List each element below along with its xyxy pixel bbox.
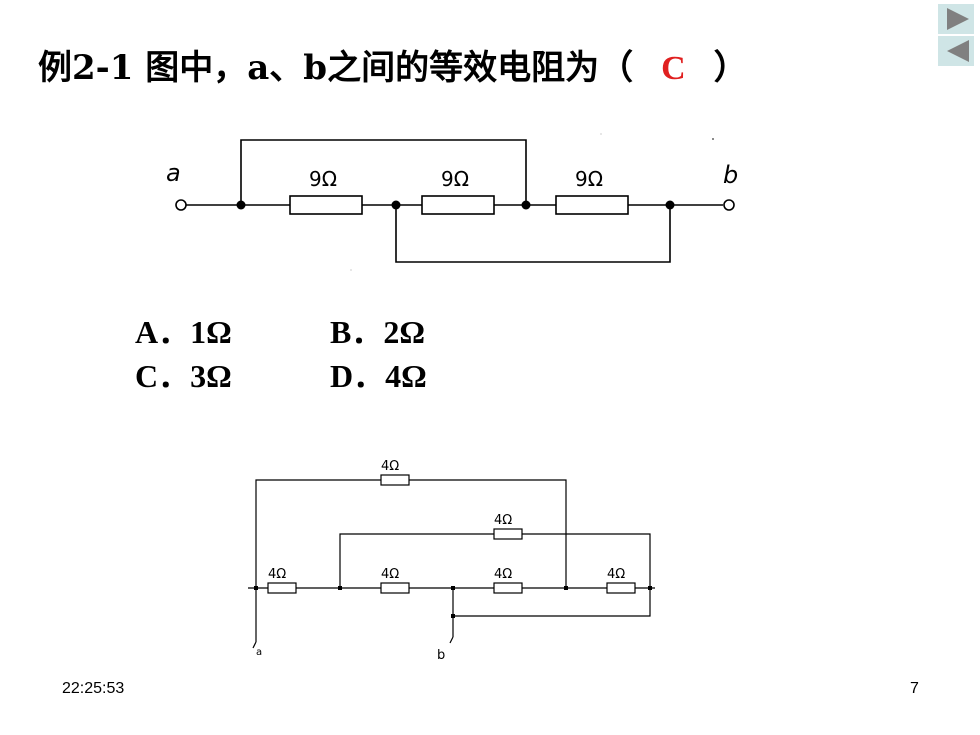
answer-options: A．1Ω B．2Ω C．3Ω D．4Ω bbox=[135, 310, 525, 398]
title-prefix: 例2-1 图中，a、b之间的等效电阻为（ bbox=[38, 48, 634, 88]
resistor-middle bbox=[493, 528, 523, 540]
footer-timestamp: 22:25:53 bbox=[62, 680, 125, 697]
node-label-a: a bbox=[256, 647, 262, 658]
resistor-label: 4Ω bbox=[381, 567, 399, 582]
question-title: 例2-1 图中，a、b之间的等效电阻为（ C ） bbox=[38, 40, 748, 89]
junction-dot bbox=[451, 586, 455, 590]
terminal-b bbox=[723, 199, 735, 211]
resistor-top bbox=[380, 474, 410, 486]
resistor-label: 9Ω bbox=[441, 167, 469, 191]
junction-dot bbox=[451, 614, 455, 618]
resistor-label: 4Ω bbox=[607, 567, 625, 582]
next-slide-button[interactable] bbox=[938, 4, 974, 34]
option-d: D．4Ω bbox=[330, 358, 427, 394]
resistor-series bbox=[493, 582, 523, 594]
resistor-label: 4Ω bbox=[494, 513, 512, 528]
junction-dot bbox=[521, 200, 531, 210]
junction-dot bbox=[338, 586, 342, 590]
resistor-1 bbox=[289, 195, 363, 215]
resistor-label: 4Ω bbox=[268, 567, 286, 582]
prev-slide-button[interactable] bbox=[938, 36, 974, 66]
resistor-series bbox=[380, 582, 410, 594]
resistor-series bbox=[267, 582, 297, 594]
answer-letter: C bbox=[661, 50, 686, 87]
junction-dot bbox=[665, 200, 675, 210]
play-prev-icon bbox=[947, 40, 969, 62]
slide-navigation bbox=[938, 4, 974, 66]
resistor-series bbox=[606, 582, 636, 594]
junction-dot bbox=[648, 586, 652, 590]
resistor-label: 4Ω bbox=[381, 459, 399, 474]
option-b: B．2Ω bbox=[330, 314, 425, 350]
resistor-2 bbox=[421, 195, 495, 215]
play-next-icon bbox=[947, 8, 969, 30]
resistor-label: 4Ω bbox=[494, 567, 512, 582]
resistor-label: 9Ω bbox=[575, 167, 603, 191]
resistors bbox=[289, 195, 629, 215]
resistor-3 bbox=[555, 195, 629, 215]
junction-dot bbox=[254, 586, 258, 590]
title-suffix: ） bbox=[713, 48, 748, 88]
resistors-2 bbox=[267, 474, 636, 594]
node-label-b: b bbox=[437, 648, 445, 663]
resistor-label: 9Ω bbox=[309, 167, 337, 191]
junction-dot bbox=[391, 200, 401, 210]
circuit-diagram-2: 4Ω 4Ω 4Ω 4Ω 4Ω 4Ω a b bbox=[248, 459, 655, 663]
junction-dot bbox=[236, 200, 246, 210]
junction-dot bbox=[564, 586, 568, 590]
node-label-b: b bbox=[723, 161, 738, 189]
option-c: C．3Ω bbox=[135, 358, 232, 394]
terminal-a bbox=[175, 199, 187, 211]
option-a: A．1Ω bbox=[135, 314, 232, 350]
page-number: 7 bbox=[910, 680, 919, 697]
circuit-diagram-1: a b 9Ω 9Ω 9Ω bbox=[166, 133, 738, 271]
node-label-a: a bbox=[166, 159, 181, 187]
